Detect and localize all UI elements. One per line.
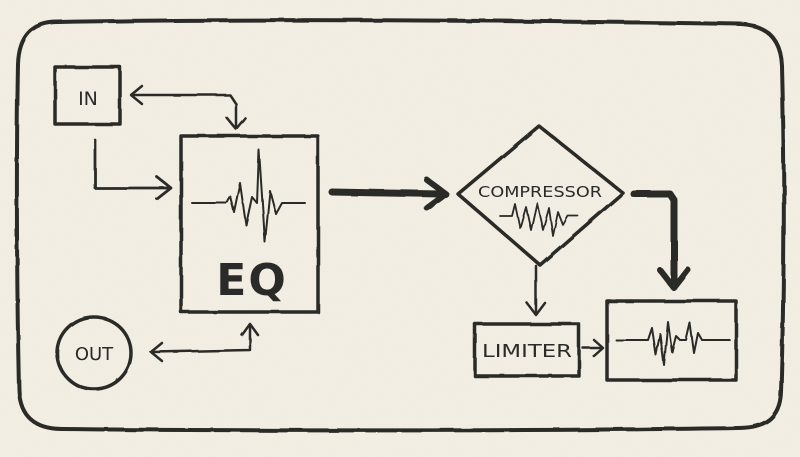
compressor-to-display-arrow bbox=[630, 190, 678, 286]
eq-out-link bbox=[151, 325, 252, 354]
eq-node-label: EQ bbox=[216, 255, 287, 306]
eq-out-link-arrowhead-up bbox=[240, 322, 260, 337]
compressor-node-diamond bbox=[456, 124, 625, 267]
compressor-to-display-arrowhead bbox=[657, 267, 691, 291]
eq-to-compressor-arrow bbox=[328, 188, 445, 198]
in-eq-link bbox=[131, 93, 238, 129]
in-to-eq-arrowhead bbox=[155, 175, 173, 201]
in-node-label: IN bbox=[78, 88, 98, 110]
in-eq-link-arrowhead-down bbox=[225, 116, 247, 131]
output-waveform bbox=[615, 321, 731, 366]
eq-waveform bbox=[191, 149, 306, 243]
out-node-label: OUT bbox=[75, 344, 114, 365]
eq-to-compressor-arrowhead bbox=[424, 177, 449, 211]
limiter-node-label: LIMITER bbox=[482, 341, 572, 362]
limiter-to-display-arrowhead bbox=[592, 338, 605, 358]
in-to-eq-arrow bbox=[93, 138, 172, 190]
limiter-node-box bbox=[473, 322, 581, 378]
in-eq-link-arrowhead-left bbox=[129, 84, 144, 106]
eq-node-box bbox=[179, 134, 320, 314]
eq-out-link-arrowhead-left bbox=[149, 341, 164, 363]
output-display-box bbox=[605, 299, 738, 382]
compressor-node-label: COMPRESSOR bbox=[478, 183, 602, 201]
compressor-to-limiter-arrowhead bbox=[525, 301, 547, 317]
in-node-box bbox=[53, 65, 122, 126]
out-node-circle bbox=[55, 315, 133, 391]
outer-frame bbox=[14, 18, 786, 433]
compressor-waveform bbox=[499, 202, 579, 237]
